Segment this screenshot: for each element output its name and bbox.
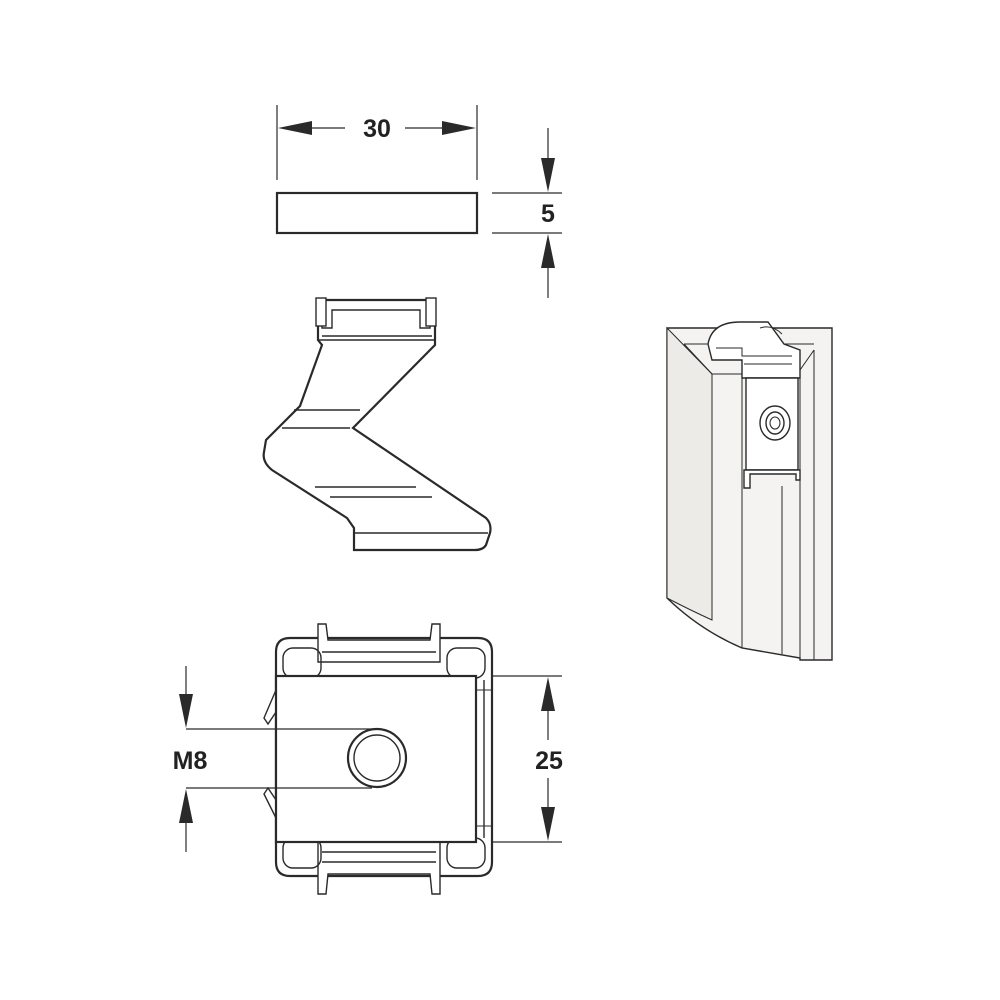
side-tab-left-top [263,689,277,726]
span-arrow-bottom [541,807,555,841]
nut-plate [274,674,478,844]
side-view-clip [262,297,492,552]
front-view-clip: M8 25 [173,623,563,895]
span-dimension-label: 25 [535,747,563,775]
clip-prongs-top [317,623,441,663]
mounted-hole-core [769,416,781,430]
perspective-view [666,321,833,661]
clip-top-flange [321,300,431,329]
m8-arrow-top [179,694,193,728]
height-dimension-label: 5 [541,200,555,228]
clip-body [262,298,492,552]
flat-bar [275,191,479,235]
width-dimension-label: 30 [363,115,391,143]
top-view: 30 5 [275,105,562,298]
clip-tab-left [315,297,327,327]
mounted-hole-outer [759,405,791,441]
mounted-clip-detail [716,326,792,365]
clip-tab-right [425,297,437,327]
span-arrow-top [541,677,555,711]
mounted-clip-lower-tabs [743,469,801,489]
height-arrow-top [541,158,555,192]
threaded-hole-outer [346,727,408,789]
mounted-hole-inner [765,411,785,435]
clip-prongs-bottom [317,841,441,895]
side-tab-left-bottom [263,786,277,819]
width-arrow-right [442,121,476,135]
threaded-hole-inner [353,734,401,782]
height-arrow-bottom [541,234,555,268]
width-arrow-left [278,121,312,135]
m8-arrow-bottom [179,789,193,823]
thread-size-label: M8 [173,747,208,775]
profile-left-face [666,326,713,621]
